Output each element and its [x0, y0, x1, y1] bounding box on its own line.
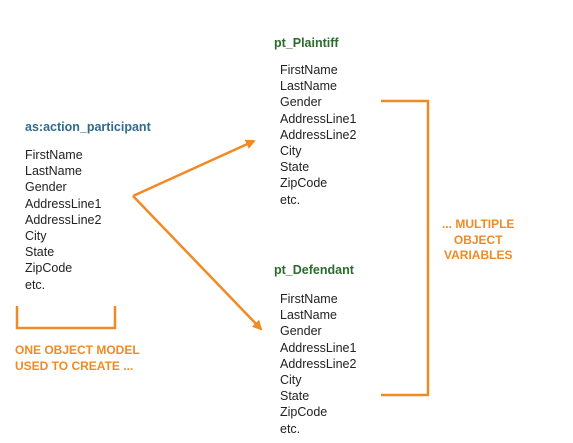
plaintiff-title: pt_Plaintiff	[274, 36, 339, 50]
field-item: AddressLine2	[280, 127, 357, 142]
field-item: ZipCode	[280, 405, 328, 420]
right-caption-line-3: VARIABLES	[444, 248, 513, 262]
right-caption: ... MULTIPLE OBJECT VARIABLES	[442, 217, 514, 264]
field-item: Gender	[25, 180, 67, 195]
field-item: LastName	[280, 79, 337, 94]
field-item: AddressLine2	[25, 212, 102, 227]
left-caption-line-2: USED TO CREATE ...	[15, 358, 134, 373]
field-item: AddressLine1	[280, 340, 357, 355]
right-caption-line-2: OBJECT	[453, 232, 503, 247]
field-item: AddressLine1	[280, 111, 357, 126]
field-item: City	[280, 144, 302, 159]
field-item: etc.	[25, 277, 46, 292]
field-item: LastName	[25, 164, 82, 179]
field-item: Gender	[280, 324, 322, 339]
field-item: ZipCode	[280, 176, 328, 191]
arrow-to-plaintiff	[132, 139, 256, 198]
field-item: Gender	[280, 95, 322, 110]
field-item: State	[280, 389, 310, 404]
field-item: City	[25, 229, 47, 244]
field-item: etc.	[280, 192, 301, 207]
field-item: AddressLine2	[280, 356, 357, 371]
defendant-title: pt_Defendant	[274, 263, 354, 277]
field-item: City	[280, 373, 302, 388]
arrow-to-defendant	[132, 195, 263, 331]
field-item: ZipCode	[25, 261, 73, 276]
field-item: etc.	[280, 421, 301, 436]
object-model-title: as:action_participant	[25, 120, 151, 134]
field-item: FirstName	[280, 63, 338, 77]
field-item: State	[280, 160, 310, 175]
left-caption: ONE OBJECT MODEL USED TO CREATE ...	[15, 343, 140, 374]
field-item: LastName	[280, 308, 337, 323]
right-bracket	[381, 99, 430, 397]
left-caption-line-1: ONE OBJECT MODEL	[15, 343, 140, 357]
left-bracket	[15, 306, 117, 330]
field-item: FirstName	[25, 148, 83, 162]
field-item: State	[25, 245, 55, 260]
field-item: FirstName	[280, 292, 338, 306]
right-caption-line-1: ... MULTIPLE	[442, 217, 515, 231]
field-item: AddressLine1	[25, 196, 102, 211]
